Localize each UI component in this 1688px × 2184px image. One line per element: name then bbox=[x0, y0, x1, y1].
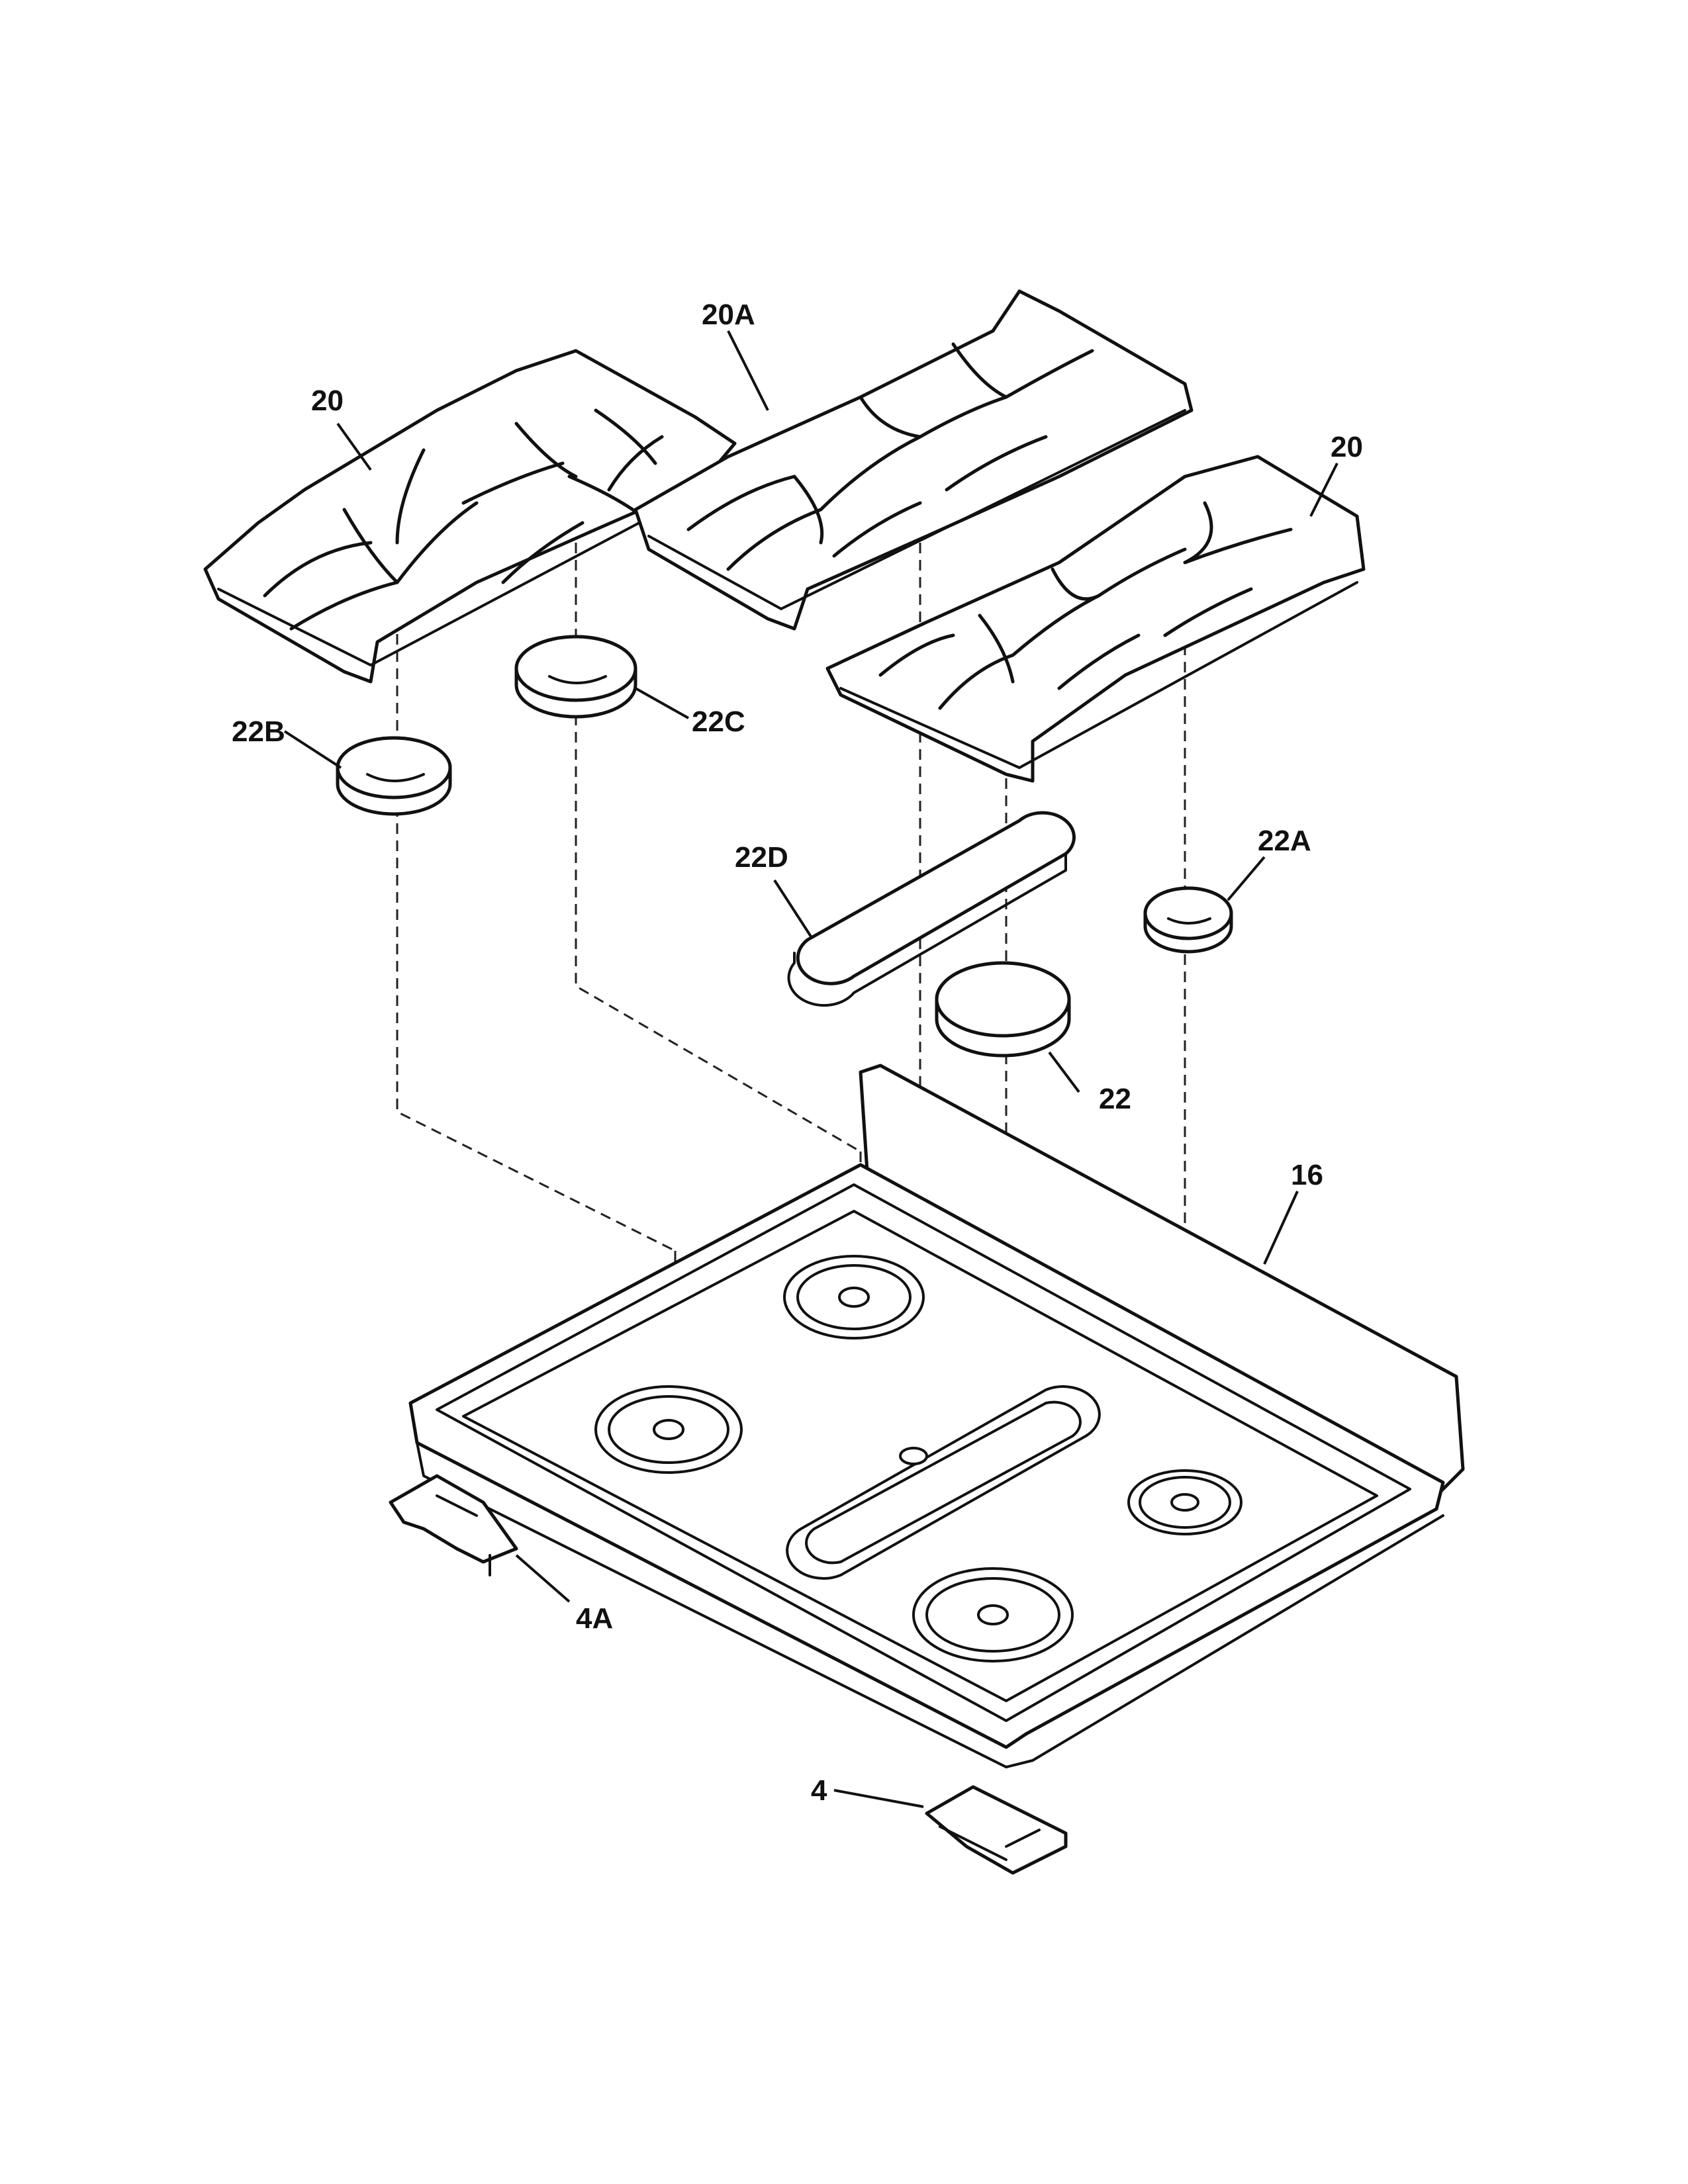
grate-left bbox=[203, 349, 737, 684]
callout-22: 22 bbox=[1099, 1083, 1131, 1115]
cap-22d bbox=[787, 811, 1076, 1007]
callout-22c: 22C bbox=[692, 705, 745, 738]
cap-22 bbox=[935, 961, 1071, 1058]
grate-center bbox=[633, 289, 1194, 631]
callout-22a: 22A bbox=[1258, 825, 1311, 857]
leader-lines bbox=[283, 330, 1338, 1808]
bracket-4a bbox=[389, 1474, 518, 1576]
cap-22b bbox=[336, 736, 452, 816]
callout-20-right: 20 bbox=[1331, 431, 1363, 463]
callout-22d: 22D bbox=[735, 841, 788, 874]
grate-right bbox=[825, 455, 1366, 783]
cap-22c bbox=[514, 635, 637, 719]
bracket-4 bbox=[925, 1785, 1068, 1875]
callout-20a: 20A bbox=[702, 298, 755, 331]
callout-16: 16 bbox=[1291, 1159, 1323, 1191]
callout-4: 4 bbox=[811, 1774, 827, 1807]
callout-4a: 4A bbox=[576, 1602, 613, 1635]
cap-22a bbox=[1143, 886, 1233, 954]
callout-20-left: 20 bbox=[311, 385, 344, 417]
callout-22b: 22B bbox=[232, 715, 285, 748]
cooktop bbox=[408, 1064, 1465, 1768]
